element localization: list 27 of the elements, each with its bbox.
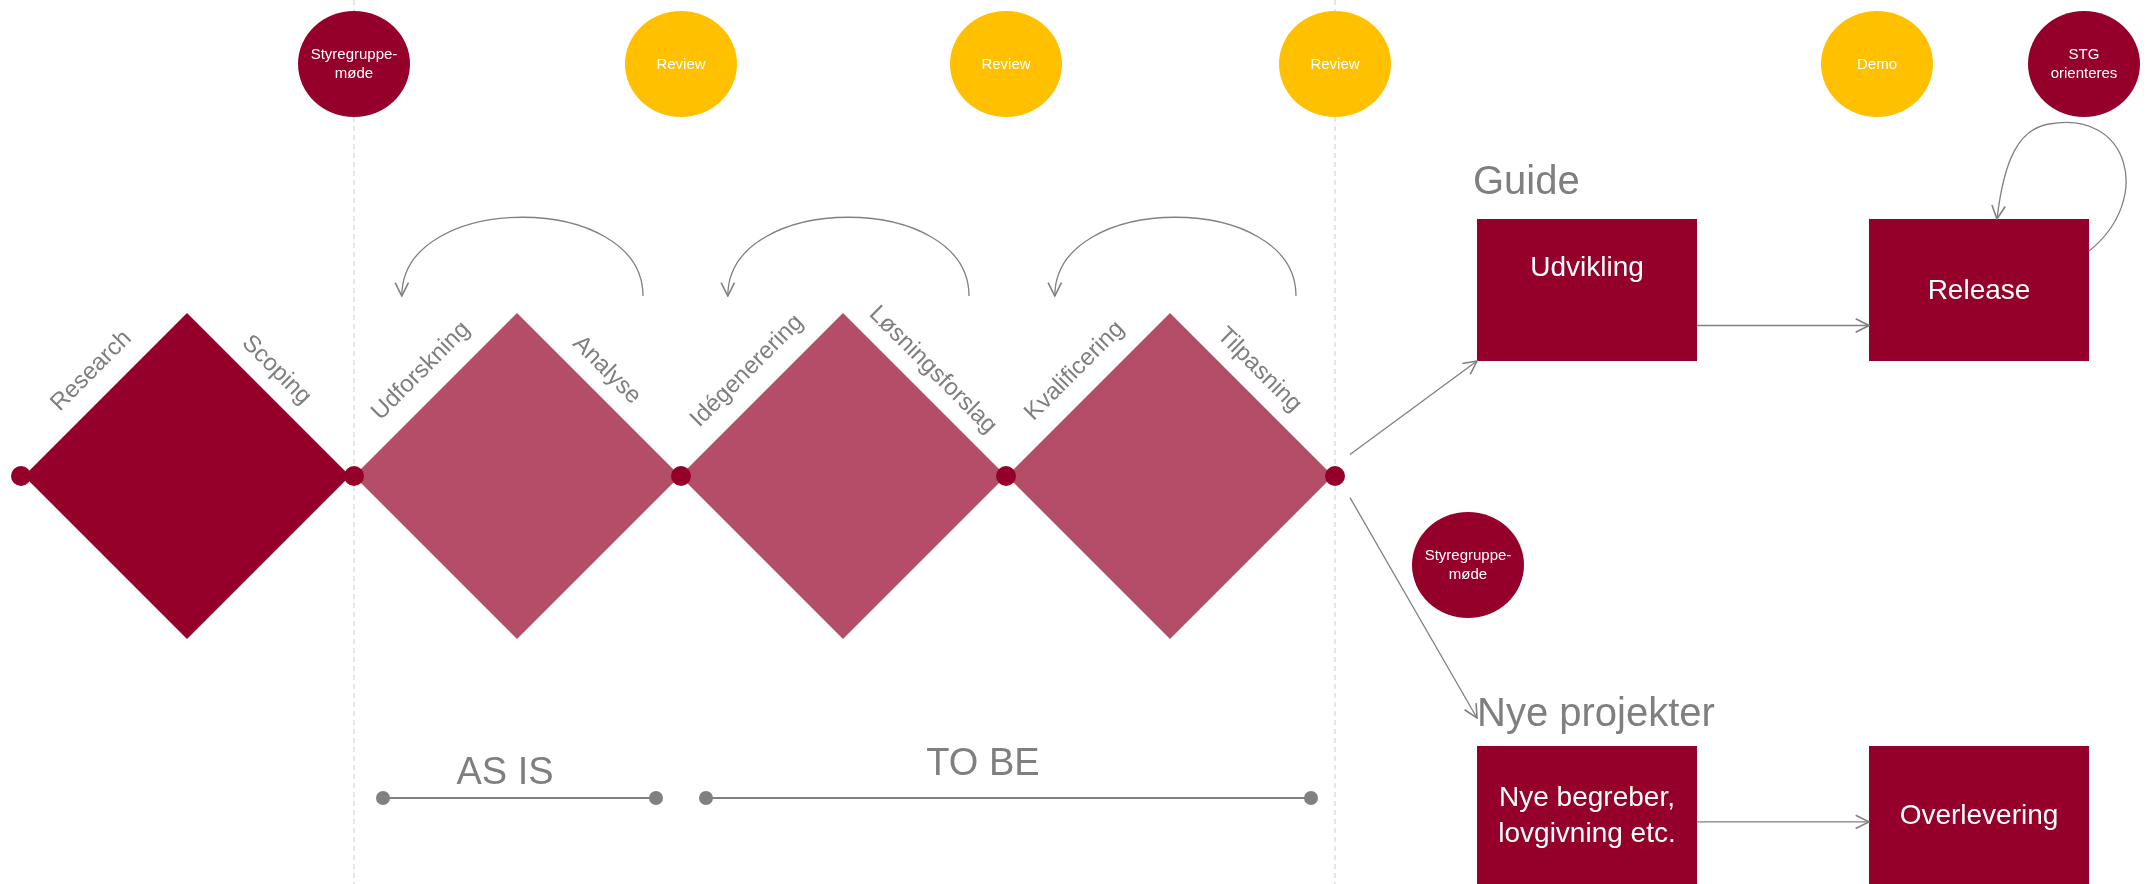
milestone-label: Review xyxy=(1310,54,1360,74)
milestone-label: STG orienteres xyxy=(2049,45,2119,83)
process-box xyxy=(1869,746,2089,884)
track-heading: Guide xyxy=(1473,156,1613,206)
arrow xyxy=(1991,121,2127,252)
arrow xyxy=(397,216,644,297)
process-label: Release xyxy=(1927,272,2031,307)
milestone-label: Styregruppe- møde xyxy=(1423,546,1513,584)
process-label: Nye begreber, lovgivning etc. xyxy=(1497,779,1677,850)
milestone-label: Demo xyxy=(1857,54,1897,74)
process-label: Overlevering xyxy=(1899,797,2059,832)
arrow xyxy=(1349,360,1478,456)
arrow xyxy=(1349,496,1478,719)
milestone-label: Styregruppe- møde xyxy=(309,45,399,83)
span-label: TO BE xyxy=(925,740,1041,784)
track-heading: Nye projekter xyxy=(1477,688,1747,738)
process-box xyxy=(1869,219,2089,361)
arrow xyxy=(1696,814,1870,830)
milestone-label: Review xyxy=(656,54,706,74)
process-label: Udvikling xyxy=(1530,250,1644,284)
arrow xyxy=(1696,318,1870,333)
milestone-label: Review xyxy=(981,54,1031,74)
arrow xyxy=(1050,216,1297,297)
arrow xyxy=(723,216,970,297)
process-box xyxy=(1477,746,1697,884)
span-label: AS IS xyxy=(455,749,555,793)
process-box xyxy=(1477,219,1697,361)
